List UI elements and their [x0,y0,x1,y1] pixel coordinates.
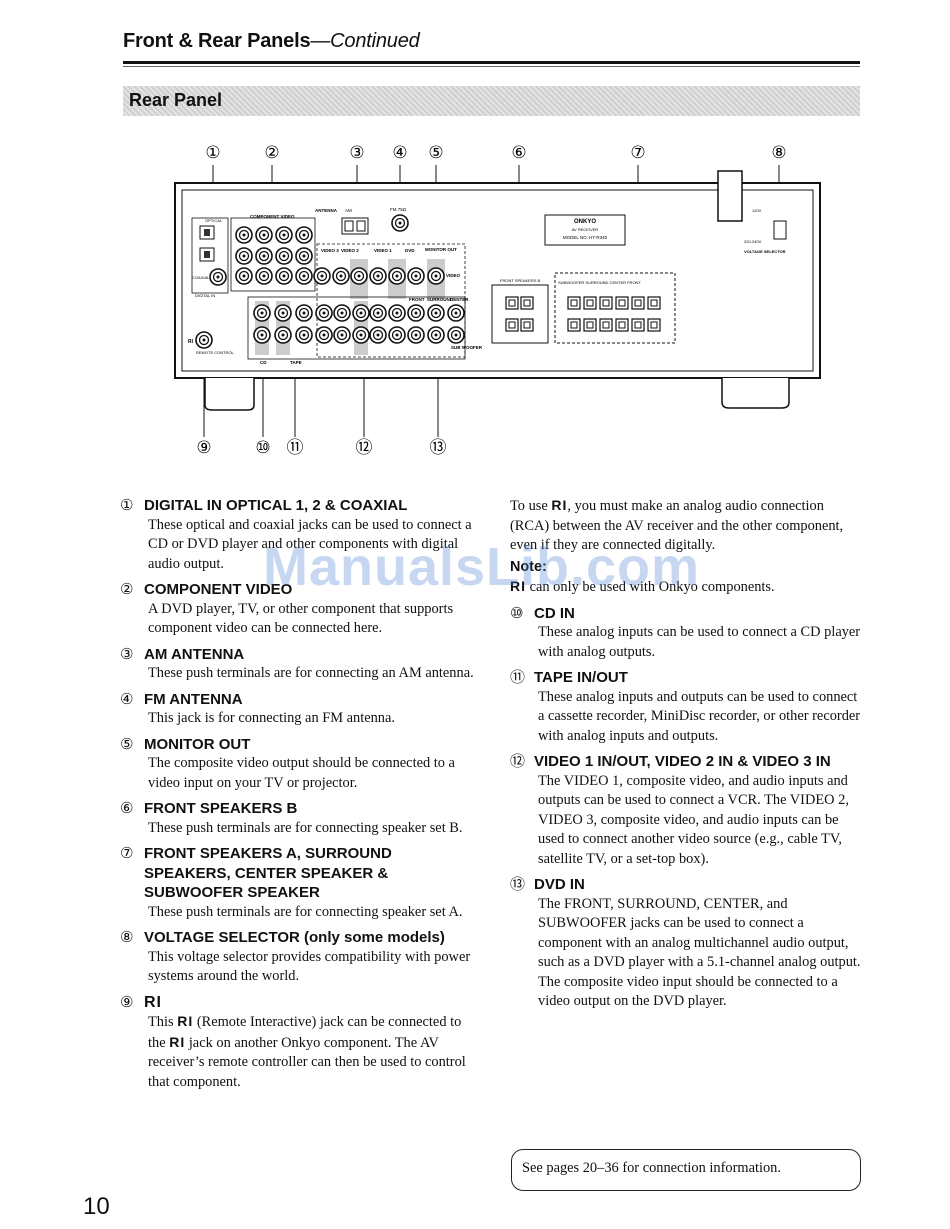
callout-5: ⑤ [428,143,443,163]
svg-text:DIGITAL IN: DIGITAL IN [195,293,215,298]
svg-text:TAPE: TAPE [290,360,302,365]
header-rule-thin [123,66,860,67]
svg-text:FRONT: FRONT [409,297,425,302]
item-body: The VIDEO 1, composite video, and audio … [538,772,849,867]
item-title: CD IN [534,604,575,622]
svg-text:AV RECEIVER: AV RECEIVER [572,227,599,232]
item-body: The FRONT, SURROUND, CENTER, and SUBWOOF… [538,895,861,1010]
svg-text:AM: AM [345,208,352,213]
item-body: These analog inputs can be used to conne… [538,624,861,660]
item-body: These optical and coaxial jacks can be u… [148,516,472,572]
callout-4: ④ [392,143,407,163]
item-title: MONITOR OUT [144,735,251,753]
page-number: 10 [83,1193,110,1220]
svg-text:RI: RI [188,339,194,345]
item-body: The composite video output should be con… [148,755,455,791]
svg-text:120V: 120V [752,208,762,213]
svg-text:VIDEO 1: VIDEO 1 [374,248,392,253]
item-body: This RI (Remote Interactive) jack can be… [148,1013,466,1090]
connection-info-note: See pages 20–36 for connection informati… [511,1149,861,1191]
item-body: These push terminals are for connecting … [148,665,474,681]
ri-logo: RI [551,497,568,513]
callout-2: ② [264,143,279,163]
svg-text:CENTER: CENTER [450,297,469,302]
ri-logo: RI [510,578,526,594]
callout-10: ⑩ [255,438,270,458]
callout-7: ⑦ [630,143,645,163]
item-body: These push terminals are for connecting … [148,819,463,836]
item-title: FRONT SPEAKERS B [144,800,298,817]
item-title: FRONT SPEAKERS A, SURROUND SPEAKERS, CEN… [144,845,392,901]
item-title: VOLTAGE SELECTOR (only some models) [144,929,445,946]
svg-text:FRONT SPEAKERS B: FRONT SPEAKERS B [500,278,540,283]
item-body: This voltage selector provides compatibi… [148,948,471,985]
callout-8: ⑧ [771,143,786,163]
callout-13: ⑬ [430,438,447,458]
note-label: Note: [510,558,547,575]
ri-logo: RI [169,1033,186,1050]
item-title: DIGITAL IN OPTICAL 1, 2 & COAXIAL [144,497,408,514]
svg-text:COMPONENT VIDEO: COMPONENT VIDEO [250,214,295,219]
svg-text:SUB WOOFER: SUB WOOFER [451,345,483,350]
rear-panel-diagram: ① ② ③ ④ ⑤ ⑥ ⑦ ⑧ ⑨ ⑩ ⑪ ⑫ ⑬ OPTI [174,143,821,458]
header-rule [123,61,860,64]
svg-text:COAXIAL: COAXIAL [192,275,210,280]
right-column: To use RI, you must make an analog audio… [510,496,865,1018]
ri-continued: To use RI, you must make an analog audio… [510,496,865,598]
ri-logo: RI [177,1013,194,1029]
item-title: FM ANTENNA [144,690,243,708]
page-title: Front & Rear Panels—Continued [123,30,420,52]
svg-text:VOLTAGE SELECTOR: VOLTAGE SELECTOR [744,249,786,254]
svg-text:MONITOR OUT: MONITOR OUT [425,247,457,252]
watermark: ManualsLib.com [263,537,701,597]
svg-text:SUBWOOFER SURROUND CENTER FRON: SUBWOOFER SURROUND CENTER FRONT [558,280,641,285]
callout-9: ⑨ [196,438,211,458]
svg-text:MODEL NO. HT-R340: MODEL NO. HT-R340 [563,235,608,240]
callout-12: ⑫ [356,438,373,458]
item-title: COMPONENT VIDEO [144,581,293,598]
item-title: VIDEO 1 IN/OUT, VIDEO 2 IN & VIDEO 3 IN [534,753,831,770]
svg-text:ONKYO: ONKYO [574,219,596,225]
item-body: A DVD player, TV, or other component tha… [148,600,454,637]
svg-text:REMOTE CONTROL: REMOTE CONTROL [196,350,235,355]
svg-text:VIDEO: VIDEO [446,273,461,278]
callout-3: ③ [349,143,364,163]
callout-1: ① [205,143,220,163]
svg-text:VIDEO 3: VIDEO 3 [321,248,339,253]
item-body: These push terminals are for connecting … [148,903,463,920]
svg-text:DVD: DVD [405,248,415,253]
callout-6: ⑥ [511,143,526,163]
svg-text:OPTICAL: OPTICAL [205,218,223,223]
callout-11: ⑪ [287,438,304,458]
svg-text:ANTENNA: ANTENNA [315,208,338,213]
item-title: DVD IN [534,876,585,893]
ri-logo: RI [144,993,162,1011]
item-body: This jack is for connecting an FM antenn… [148,710,395,726]
svg-text:220-240V: 220-240V [744,239,762,244]
item-title: AM ANTENNA [144,645,245,663]
svg-text:SURROUND: SURROUND [427,297,454,302]
svg-text:CD: CD [260,360,267,365]
section-heading: Rear Panel [123,86,860,116]
item-body: These analog inputs and outputs can be u… [538,688,861,744]
item-title: TAPE IN/OUT [534,669,628,686]
svg-text:FM 75Ω: FM 75Ω [390,207,407,212]
svg-text:VIDEO 2: VIDEO 2 [341,248,359,253]
